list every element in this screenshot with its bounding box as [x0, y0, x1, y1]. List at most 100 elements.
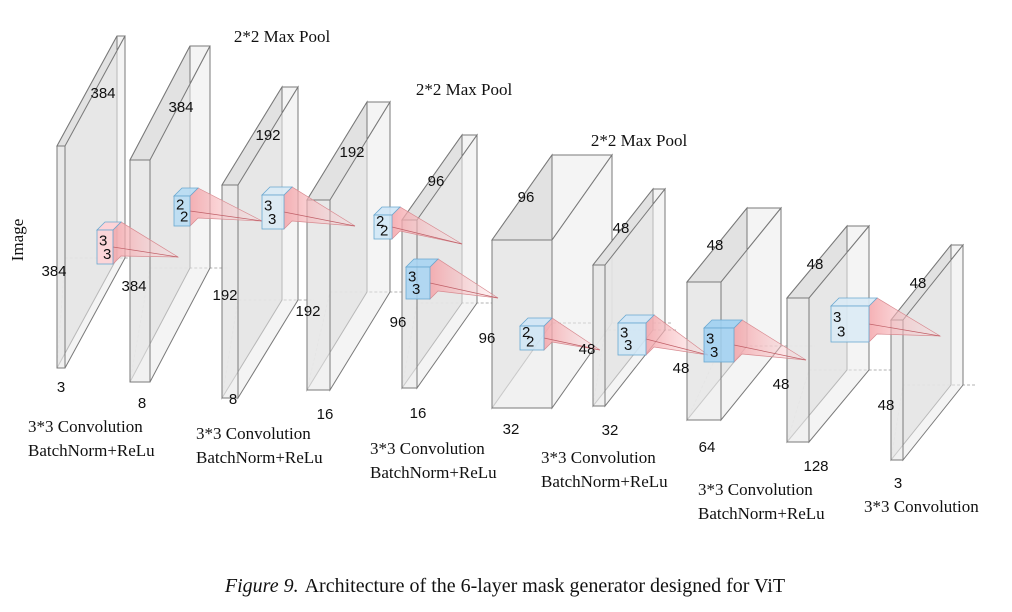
op-label-5-line1: 3*3 Convolution: [698, 480, 813, 499]
kernel-size-label-a: 2: [376, 213, 384, 230]
conv-kernel-1: 33: [96, 221, 180, 265]
layer-4-width-label: 192: [295, 303, 320, 320]
kernel-size-label-b: 3: [624, 337, 632, 354]
kernel-front-face: [617, 322, 647, 356]
feature-map-layer-3: [221, 85, 314, 400]
kernel-front-face: [373, 214, 393, 240]
slab-front-face: [129, 159, 151, 383]
kernel-size-label-a: 3: [620, 324, 628, 341]
kernel-size-label-b: 3: [412, 281, 420, 298]
figure-caption-text: Architecture of the 6-layer mask generat…: [305, 575, 785, 597]
figure-number: Figure 9.: [224, 575, 299, 597]
layer-9-channels-label: 128: [803, 458, 828, 475]
kernel-size-label-b: 3: [103, 246, 111, 263]
projection-line: [189, 210, 263, 222]
kernel-size-label-b: 2: [526, 333, 534, 350]
conv-kernel-3: 33: [261, 186, 356, 230]
layer-5-height-label: 96: [428, 173, 445, 190]
kernel-size-label-a: 3: [706, 330, 714, 347]
layer-7-height-label: 48: [613, 220, 630, 237]
layer-3-height-label: 192: [255, 127, 280, 144]
kernel-size-label-a: 2: [522, 324, 530, 341]
op-label-3-line1: 3*3 Convolution: [370, 439, 485, 458]
slab-back-face: [237, 85, 299, 400]
layer-6-height-label: 96: [518, 189, 535, 206]
op-label-3-line2: BatchNorm+ReLu: [370, 463, 497, 482]
layer-7-channels-label: 32: [602, 422, 619, 439]
layer-3-width-label: 192: [212, 287, 237, 304]
op-label-5-line2: BatchNorm+ReLu: [698, 504, 825, 523]
kernel-front-face: [519, 325, 545, 351]
kernel-front-face: [173, 195, 191, 227]
projection-line: [733, 344, 807, 361]
layer-1-channels-label: 3: [57, 379, 65, 396]
projection-line: [112, 246, 179, 258]
layer-2-height-label: 384: [168, 99, 193, 116]
kernel-front-face: [830, 305, 870, 343]
layer-5-width-label: 96: [390, 314, 407, 331]
input-image-label: Image: [8, 219, 27, 261]
projection-line: [645, 338, 709, 356]
kernel-size-label-b: 3: [268, 211, 276, 228]
feature-map-layer-10: [889, 243, 975, 462]
feature-map-layer-4: [306, 100, 413, 392]
slab-front-face: [56, 145, 66, 369]
op-label-2-line2: BatchNorm+ReLu: [196, 448, 323, 467]
conv-kernel-7: 33: [617, 314, 709, 356]
conv-kernel-2: 22: [173, 187, 263, 227]
op-label-1-line1: 3*3 Convolution: [28, 417, 143, 436]
op-label-4-line2: BatchNorm+ReLu: [541, 472, 668, 491]
projection-line: [429, 282, 499, 299]
slab-back-face: [902, 243, 964, 462]
kernel-top-face: [830, 297, 878, 307]
figure-caption: Figure 9. Architecture of the 6-layer mas…: [224, 575, 785, 597]
layer-5-channels-label: 16: [410, 405, 427, 422]
layer-2-channels-label: 8: [138, 395, 146, 412]
slab-front-face: [306, 199, 331, 391]
max-pool-label-3: 2*2 Max Pool: [591, 131, 688, 150]
slab-front-face: [592, 264, 606, 407]
layer-8-width-label: 48: [673, 360, 690, 377]
kernel-size-label-a: 2: [176, 197, 184, 214]
slab-front-face: [890, 319, 904, 461]
max-pool-label-1: 2*2 Max Pool: [234, 27, 331, 46]
slab-back-face: [64, 35, 126, 369]
layer-9-height-label: 48: [807, 256, 824, 273]
projection-line: [543, 337, 601, 351]
layer-1-width-label: 384: [41, 263, 66, 280]
layer-8-channels-label: 64: [699, 439, 716, 456]
kernel-front-face: [703, 327, 735, 363]
conv-kernel-9: 33: [830, 297, 942, 343]
projection-line: [283, 211, 356, 227]
layer-9-width-label: 48: [773, 376, 790, 393]
layer-2-width-label: 384: [121, 278, 146, 295]
op-label-1-line2: BatchNorm+ReLu: [28, 441, 155, 460]
op-label-2-line1: 3*3 Convolution: [196, 424, 311, 443]
slab-front-face: [786, 297, 810, 443]
kernel-front-face: [261, 194, 285, 230]
kernel-size-label-a: 3: [264, 197, 272, 214]
slab-front-face: [401, 219, 418, 389]
kernel-size-label-b: 2: [180, 209, 188, 226]
layer-7-width-label: 48: [579, 341, 596, 358]
conv-kernel-6: 22: [519, 317, 601, 351]
layer-10-width-label: 48: [878, 397, 895, 414]
layer-3-channels-label: 8: [229, 391, 237, 408]
conv-kernel-4: 22: [373, 206, 463, 245]
conv-kernel-5: 33: [405, 258, 499, 300]
kernel-size-label-a: 3: [408, 268, 416, 285]
kernel-front-face: [96, 229, 114, 265]
kernel-size-label-b: 3: [837, 324, 845, 341]
max-pool-label-2: 2*2 Max Pool: [416, 80, 513, 99]
kernel-size-label-b: 3: [710, 344, 718, 361]
projection-line: [868, 323, 941, 337]
kernel-size-label-b: 2: [380, 222, 388, 239]
slab-back-face: [416, 133, 478, 390]
layer-10-channels-label: 3: [894, 475, 902, 492]
op-label-4-line1: 3*3 Convolution: [541, 448, 656, 467]
layer-4-channels-label: 16: [317, 406, 334, 423]
layer-1-height-label: 384: [90, 85, 115, 102]
projection-line: [391, 226, 463, 245]
conv-kernel-8: 33: [703, 319, 807, 363]
